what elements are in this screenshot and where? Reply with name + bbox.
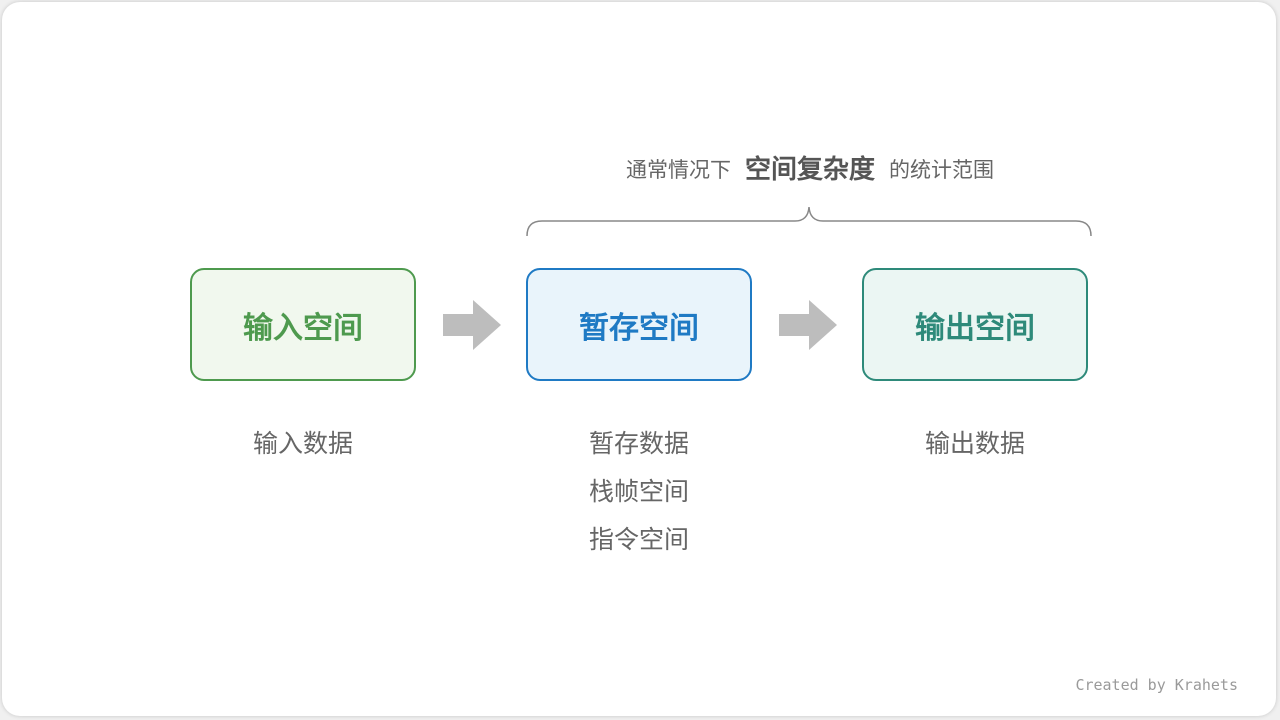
list-item: 输入数据 bbox=[252, 429, 353, 458]
box-input-space: 输入空间 bbox=[190, 268, 416, 381]
credit-text: Created by Krahets bbox=[1075, 676, 1238, 694]
input-space-items: 输入数据 bbox=[190, 420, 416, 468]
list-item: 暂存数据 bbox=[588, 429, 689, 458]
output-space-items: 输出数据 bbox=[862, 420, 1088, 468]
scope-caption: 通常情况下空间复杂度的统计范围 bbox=[562, 148, 1058, 185]
list-item: 输出数据 bbox=[924, 429, 1025, 458]
caption-suffix: 的统计范围 bbox=[889, 158, 994, 182]
brace-path bbox=[526, 206, 1092, 237]
list-item: 指令空间 bbox=[588, 525, 689, 554]
caption-prefix: 通常情况下 bbox=[625, 158, 731, 182]
box-temp-space-title: 暂存空间 bbox=[579, 310, 699, 346]
box-input-space-title: 输入空间 bbox=[243, 310, 363, 346]
caption-emphasis: 空间复杂度 bbox=[744, 155, 875, 185]
scope-brace bbox=[526, 206, 1092, 237]
arrow-right-icon bbox=[443, 300, 501, 350]
list-item: 栈帧空间 bbox=[588, 477, 689, 506]
box-output-space: 输出空间 bbox=[862, 268, 1088, 381]
arrow-right-icon bbox=[779, 300, 837, 350]
box-temp-space: 暂存空间 bbox=[526, 268, 752, 381]
temp-space-items: 暂存数据 栈帧空间 指令空间 bbox=[526, 420, 752, 564]
box-output-space-title: 输出空间 bbox=[915, 310, 1035, 346]
